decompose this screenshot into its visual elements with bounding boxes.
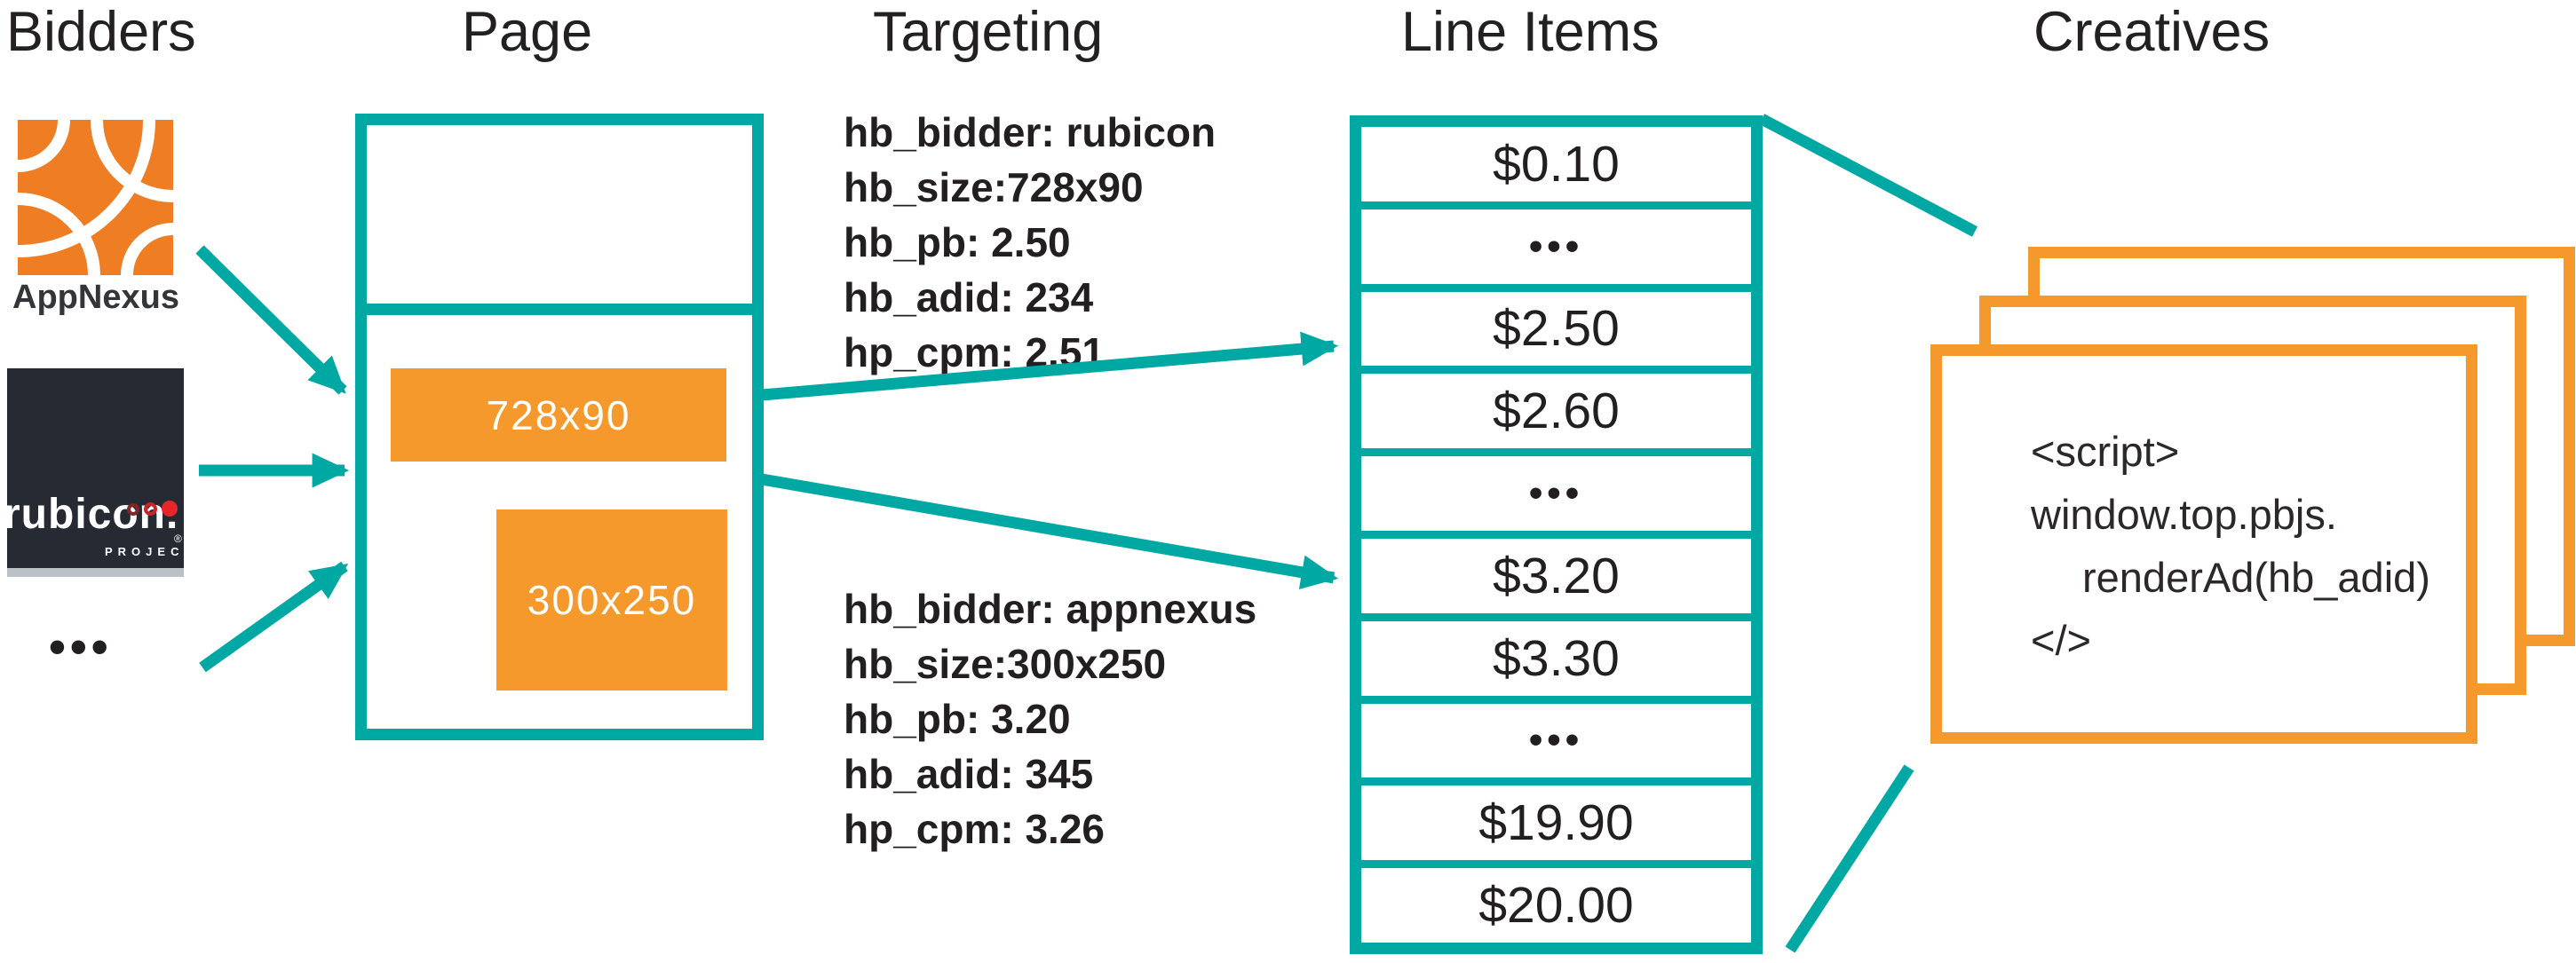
appnexus-logo-icon xyxy=(18,120,173,275)
header-creatives: Creatives xyxy=(2033,1,2271,63)
line-item-row: $3.20 xyxy=(1361,538,1751,613)
targeting-line: hb_pb: 2.50 xyxy=(844,219,1071,265)
creative-card-front: <script> window.top.pbjs. renderAd(hb_ad… xyxy=(1930,344,2477,744)
header-line-items: Line Items xyxy=(1401,1,1660,63)
ad-slot-300x250: 300x250 xyxy=(496,509,727,691)
header-page: Page xyxy=(462,1,593,63)
rubicon-dot-1-icon xyxy=(127,503,139,516)
line-items-table: $0.10 ••• $2.50 $2.60 ••• $3.20 $3.30 ••… xyxy=(1350,115,1763,954)
creative-script-line: renderAd(hb_adid) xyxy=(2082,554,2430,601)
line-item-row: $19.90 xyxy=(1361,785,1751,861)
targeting-block-rubicon: hb_bidder: rubicon hb_size:728x90 hb_pb:… xyxy=(844,105,1216,380)
ad-slot-728x90: 728x90 xyxy=(391,368,726,462)
targeting-line: hp_cpm: 2.51 xyxy=(844,329,1105,375)
line-item-row: $2.60 xyxy=(1361,374,1751,449)
targeting-line: hb_size:300x250 xyxy=(844,641,1167,687)
creative-script-line: <script> xyxy=(2031,428,2180,475)
line-item-row: $20.00 xyxy=(1361,868,1751,943)
creative-script-line: window.top.pbjs. xyxy=(2031,491,2337,538)
page-mockup: 728x90 300x250 xyxy=(355,114,764,740)
header-targeting: Targeting xyxy=(873,1,1104,63)
rubicon-project-label: PROJECT xyxy=(105,545,197,558)
targeting-line: hb_bidder: rubicon xyxy=(844,109,1217,155)
arrow-page-to-lineitem-320 xyxy=(760,473,1339,590)
rubicon-logo-icon xyxy=(7,368,184,577)
targeting-line: hp_cpm: 3.26 xyxy=(844,806,1105,852)
rubicon-registered-mark: ® xyxy=(174,533,182,545)
targeting-line: hb_pb: 3.20 xyxy=(844,696,1071,742)
ad-slot-300x250-label: 300x250 xyxy=(527,577,697,623)
line-item-row: ••• xyxy=(1361,209,1751,284)
targeting-line: hb_bidder: appnexus xyxy=(844,586,1257,632)
rubicon-dot-2-icon xyxy=(144,502,157,516)
targeting-block-appnexus: hb_bidder: appnexus hb_size:300x250 hb_p… xyxy=(844,581,1256,856)
creative-script-line: </> xyxy=(2031,617,2091,664)
arrow-appnexus-to-page xyxy=(195,245,347,395)
more-bidders-ellipsis: ••• xyxy=(49,620,113,674)
header-bidders: Bidders xyxy=(6,1,196,63)
page-header-divider xyxy=(367,304,752,315)
targeting-line: hb_adid: 234 xyxy=(844,274,1094,320)
appnexus-label: AppNexus xyxy=(12,279,179,316)
targeting-line: hb_size:728x90 xyxy=(844,164,1144,210)
line-item-row: ••• xyxy=(1361,703,1751,778)
ad-slot-728x90-label: 728x90 xyxy=(486,391,631,438)
rubicon-dot-3-icon xyxy=(162,501,178,517)
targeting-line: hb_adid: 345 xyxy=(844,751,1094,797)
line-item-row: $2.50 xyxy=(1361,291,1751,367)
line-item-row: ••• xyxy=(1361,456,1751,531)
line-item-row: $0.10 xyxy=(1361,127,1751,201)
rubicon-logo-bottom-strip xyxy=(7,568,184,577)
arrow-morebidders-to-page xyxy=(199,561,349,673)
line-item-row: $3.30 xyxy=(1361,620,1751,696)
line-lineitems-to-creatives-bottom xyxy=(1785,764,1914,953)
line-lineitems-to-creatives-top xyxy=(1758,114,1978,237)
